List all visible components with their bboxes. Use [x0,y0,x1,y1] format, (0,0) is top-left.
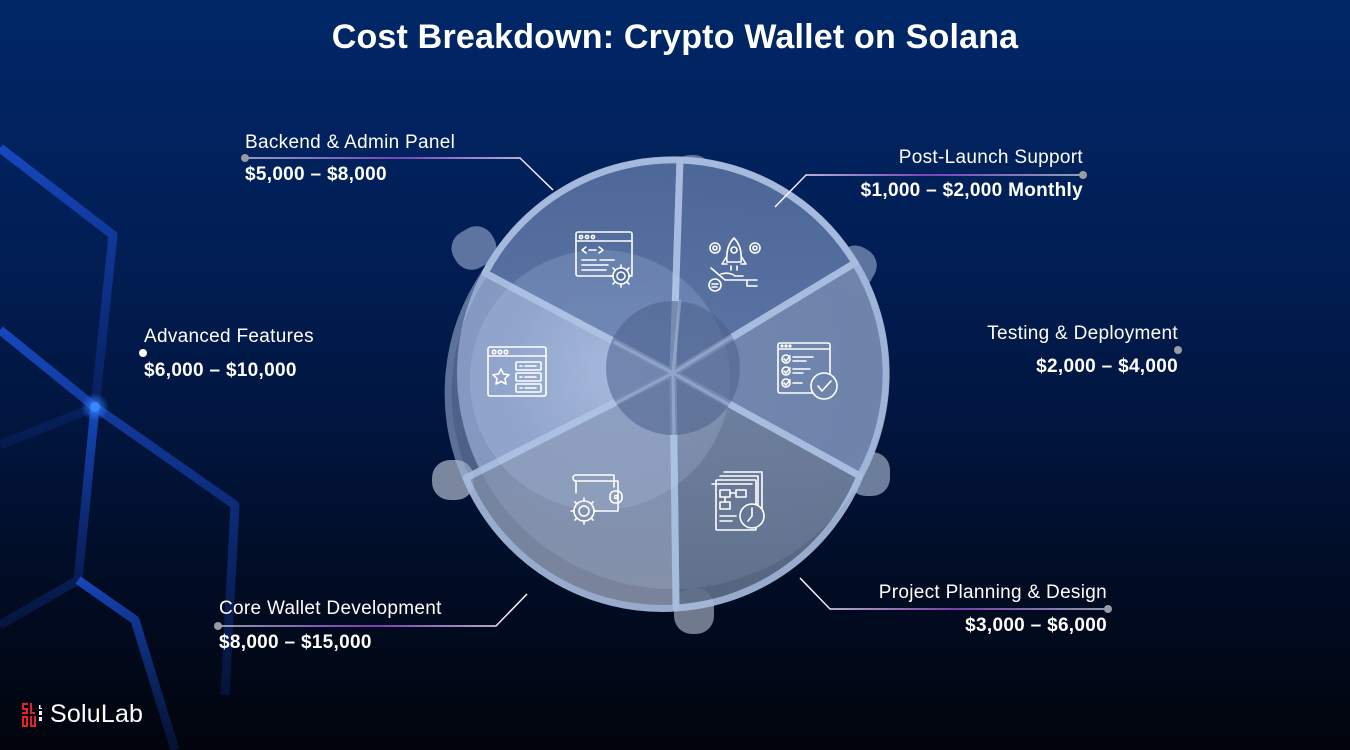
segment-name: Project Planning & Design [878,582,1107,603]
label-core-wallet: Core Wallet Development $8,000 – $15,000 [219,597,442,655]
rocket-hand-gears-icon [708,237,761,292]
connector-planning [799,577,1108,610]
label-testing: Testing & Deployment $2,000 – $4,000 [987,322,1178,379]
solulab-logo: SoluLab [22,700,143,729]
segment-cost: $2,000 – $4,000 [1036,356,1178,377]
code-window-gear-icon [575,231,633,288]
wallet-gear-icon [570,474,623,525]
logo-text: SoluLab [50,700,144,728]
segment-cost: $6,000 – $10,000 [144,360,297,381]
segment-cost: $3,000 – $6,000 [965,615,1107,636]
label-post-launch: Post-Launch Support $1,000 – $2,000 Mont… [861,146,1083,203]
browser-star-list-icon [487,346,547,397]
segment-name: Advanced Features [144,326,314,347]
checklist-checkmark-icon [777,342,838,400]
segment-name: Core Wallet Development [219,598,442,619]
segment-advanced [444,269,677,482]
solulab-mark-icon [22,702,42,727]
label-advanced: Advanced Features $6,000 – $10,000 [144,325,314,383]
segment-testing [669,259,890,480]
segment-name: Backend & Admin Panel [245,132,456,153]
segment-name: Post-Launch Support [898,147,1083,168]
page-title: Cost Breakdown: Crypto Wallet on Solana [331,18,1019,56]
connector-core-wallet [218,593,528,627]
segment-name: Testing & Deployment [987,323,1178,344]
label-planning: Project Planning & Design $3,000 – $6,00… [879,581,1107,638]
connector-backend [245,157,554,191]
segment-cost: $8,000 – $15,000 [219,632,372,653]
segment-cost: $5,000 – $8,000 [245,164,387,185]
connector-post-launch [774,174,1083,208]
segment-core-wallet [462,369,680,612]
segment-planning [669,369,864,612]
label-backend: Backend & Admin Panel $5,000 – $8,000 [245,131,455,187]
segment-cost: $1,000 – $2,000 Monthly [860,180,1083,201]
flowchart-clock-icon [711,471,765,531]
